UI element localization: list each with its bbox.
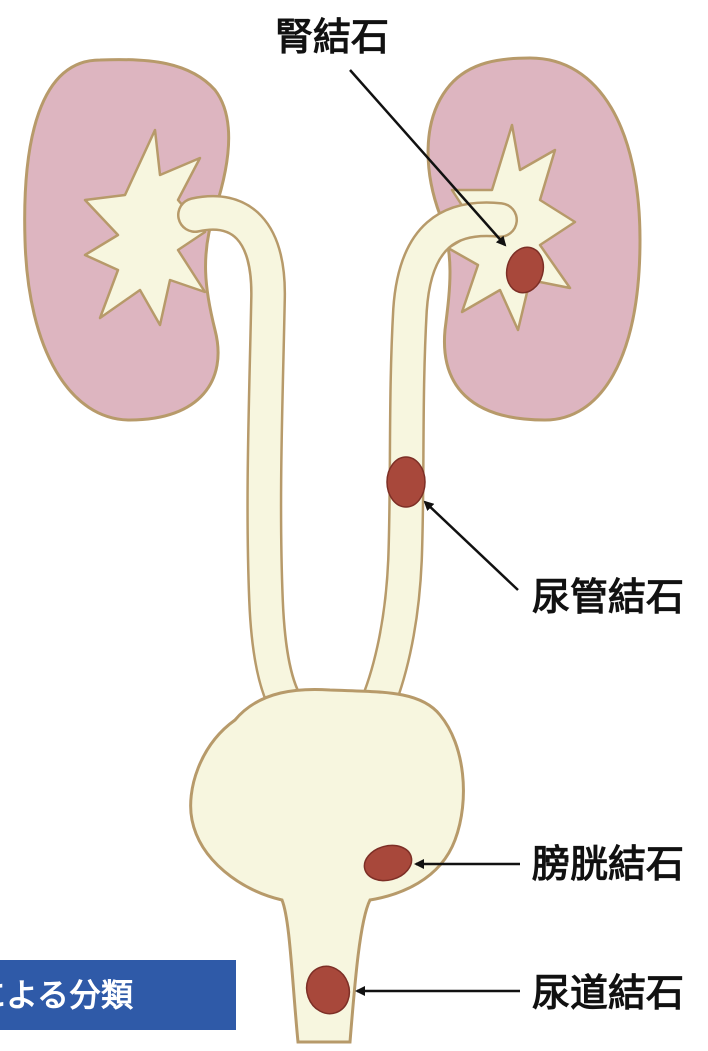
- ureter-stone-label: 尿管結石: [532, 578, 684, 616]
- bladder-stone-label: 膀胱結石: [532, 845, 684, 883]
- classification-caption: による分類: [0, 960, 236, 1030]
- urethra-stone-label: 尿道結石: [532, 974, 684, 1012]
- ureter-stone: [387, 457, 425, 507]
- ureter-stone-arrow: [425, 502, 518, 590]
- caption-text: による分類: [0, 976, 133, 1014]
- kidney-stone-label: 腎結石: [275, 18, 389, 56]
